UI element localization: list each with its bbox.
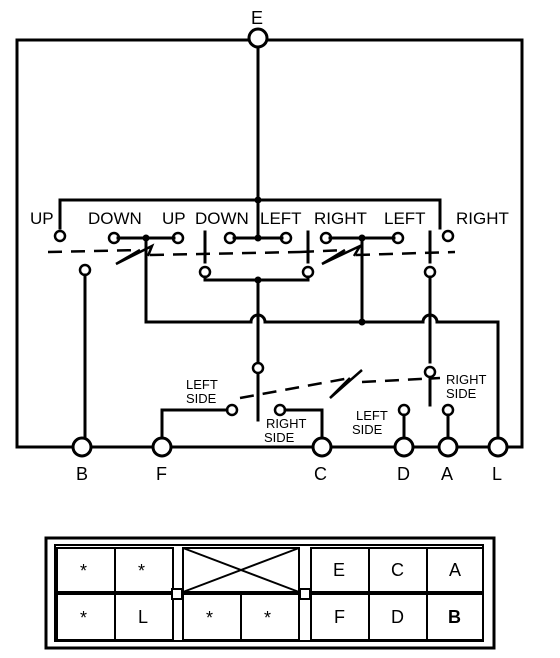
switch-contacts (53, 229, 455, 264)
terminal-a (437, 436, 459, 458)
label-left-side-1-a: LEFT (186, 377, 218, 392)
terminal-f (151, 436, 173, 458)
connector-cell-bottom-b: B (448, 607, 461, 627)
label-left-1: LEFT (260, 209, 302, 228)
terminals (71, 27, 509, 458)
label-right-side-1-b: SIDE (264, 430, 295, 445)
terminal-label-b: B (76, 464, 88, 484)
label-right-2: RIGHT (456, 209, 509, 228)
label-right-side-2-b: SIDE (446, 386, 477, 401)
connector-cell-bottom-3: * (206, 608, 213, 628)
terminal-label-c: C (314, 464, 327, 484)
upper-switch-lower-contacts (78, 236, 437, 439)
label-up-2: UP (162, 209, 186, 228)
terminal-label-l: L (492, 464, 502, 484)
connector-cell-top-c: C (391, 560, 404, 580)
upper-linkage (47, 243, 456, 266)
label-right-side-2-a: RIGHT (446, 372, 487, 387)
label-left-2: LEFT (384, 209, 426, 228)
connector-face (44, 536, 496, 650)
label-down-2: DOWN (195, 209, 249, 228)
terminal-label-d: D (397, 464, 410, 484)
label-up-1: UP (30, 209, 54, 228)
terminal-label-a: A (441, 464, 453, 484)
connector-cell-bottom-l: L (138, 607, 148, 627)
label-left-side-2-b: SIDE (352, 422, 383, 437)
crossover-wire (144, 313, 500, 439)
connector-cell-top-2: * (138, 561, 145, 581)
terminal-l (487, 436, 509, 458)
terminal-c (311, 436, 333, 458)
label-right-side-1-a: RIGHT (266, 416, 307, 431)
common-bus (58, 46, 442, 242)
connector-cell-bottom-d: D (391, 607, 404, 627)
terminal-d (393, 436, 415, 458)
connector-cell-top-a: A (449, 560, 461, 580)
connector-cell-top-1: * (80, 561, 87, 581)
connector-cell-bottom-f: F (334, 607, 345, 627)
label-left-side-1-b: SIDE (186, 391, 217, 406)
label-down-1: DOWN (88, 209, 142, 228)
connector-cell-bottom-1: * (80, 608, 87, 628)
connector-cell-top-e: E (333, 560, 345, 580)
label-right-1: RIGHT (314, 209, 367, 228)
outer-frame-wires (15, 38, 524, 449)
side-select-switch (160, 361, 455, 439)
terminal-label-e: E (251, 8, 263, 28)
terminal-b (71, 436, 93, 458)
terminal-label-f: F (156, 464, 167, 484)
terminal-e (247, 27, 269, 49)
label-left-side-2-a: LEFT (356, 408, 388, 423)
connector-cell-bottom-4: * (264, 608, 271, 628)
